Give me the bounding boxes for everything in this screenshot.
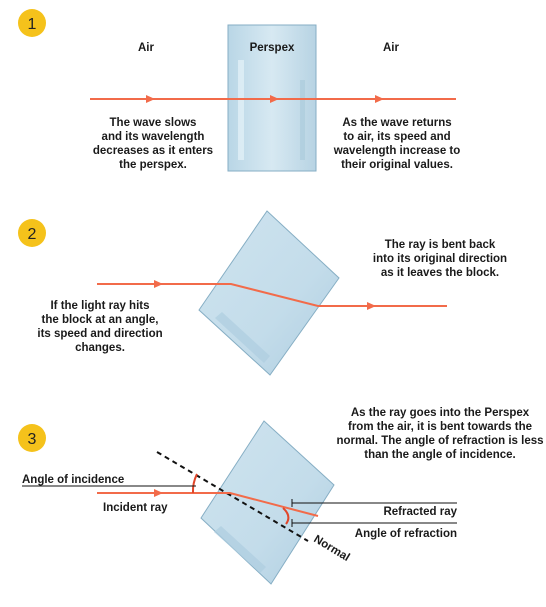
ray-arrow-1b — [270, 95, 279, 103]
label-angle-of-incidence: Angle of incidence — [22, 474, 124, 486]
caption-1-right-line: As the wave returns — [342, 117, 451, 129]
step-badge-1 — [18, 9, 46, 37]
label-perspex: Perspex — [250, 42, 295, 54]
ray-arrow-1a — [146, 95, 155, 103]
label-air-left: Air — [138, 42, 155, 54]
caption-1-left: The wave slows and its wavelength decrea… — [93, 117, 213, 171]
label-normal: Normal — [311, 533, 351, 564]
caption-2-left-line: the block at an angle, — [42, 314, 159, 326]
caption-3-top-line: from the air, it is bent towards the — [348, 421, 532, 433]
ray-arrow-2a — [154, 280, 163, 288]
panel-2: 2 The ray is bent back into its original… — [18, 210, 507, 376]
step-number-2: 2 — [28, 226, 37, 243]
ray-arrow-3a — [154, 489, 163, 497]
caption-3-top: As the ray goes into the Perspex from th… — [336, 407, 543, 461]
label-incident-ray: Incident ray — [103, 502, 168, 514]
caption-2-top-line: The ray is bent back — [385, 239, 496, 251]
caption-1-right: As the wave returns to air, its speed an… — [333, 117, 461, 171]
caption-1-right-line: wavelength increase to — [333, 145, 461, 157]
caption-2-top: The ray is bent back into its original d… — [373, 239, 507, 279]
label-angle-of-refraction: Angle of refraction — [355, 528, 457, 540]
step-badge-3 — [18, 424, 46, 452]
caption-2-left-line: changes. — [75, 342, 125, 354]
block-highlight-1b — [300, 80, 305, 160]
caption-1-right-line: to air, its speed and — [343, 131, 450, 143]
panel-1: 1 Air Perspex Air The wave slows and its… — [18, 9, 461, 172]
block-highlight-1 — [238, 60, 244, 160]
caption-2-left: If the light ray hits the block at an an… — [37, 300, 162, 354]
label-refracted-ray: Refracted ray — [383, 506, 457, 518]
caption-1-right-line: their original values. — [341, 159, 453, 171]
label-air-right: Air — [383, 42, 400, 54]
ray-panel-3 — [97, 492, 319, 517]
caption-1-left-line: The wave slows — [110, 117, 197, 129]
angle-of-incidence-arc — [191, 473, 198, 494]
caption-3-top-line: than the angle of incidence. — [364, 449, 515, 461]
caption-1-left-line: decreases as it enters — [93, 145, 213, 157]
caption-1-left-line: and its wavelength — [102, 131, 205, 143]
normal-line — [156, 451, 309, 542]
ray-arrow-2b — [367, 302, 376, 310]
caption-2-left-line: its speed and direction — [37, 328, 162, 340]
caption-3-top-line: As the ray goes into the Perspex — [351, 407, 530, 419]
panel-3: 3 As the ray goes into the Perspex from … — [18, 407, 544, 585]
caption-1-left-line: the perspex. — [119, 159, 187, 171]
block-highlight-3 — [214, 526, 266, 573]
angle-of-refraction-arc — [282, 507, 290, 525]
caption-2-top-line: into its original direction — [373, 253, 507, 265]
ray-panel-2 — [97, 283, 447, 307]
ray-arrow-1c — [375, 95, 384, 103]
step-number-3: 3 — [28, 431, 37, 448]
block-highlight-2 — [215, 312, 270, 363]
caption-2-top-line: as it leaves the block. — [381, 267, 499, 279]
step-badge-2 — [18, 219, 46, 247]
caption-3-top-line: normal. The angle of refraction is less — [336, 435, 543, 447]
step-number-1: 1 — [28, 16, 37, 33]
caption-2-left-line: If the light ray hits — [50, 300, 149, 312]
